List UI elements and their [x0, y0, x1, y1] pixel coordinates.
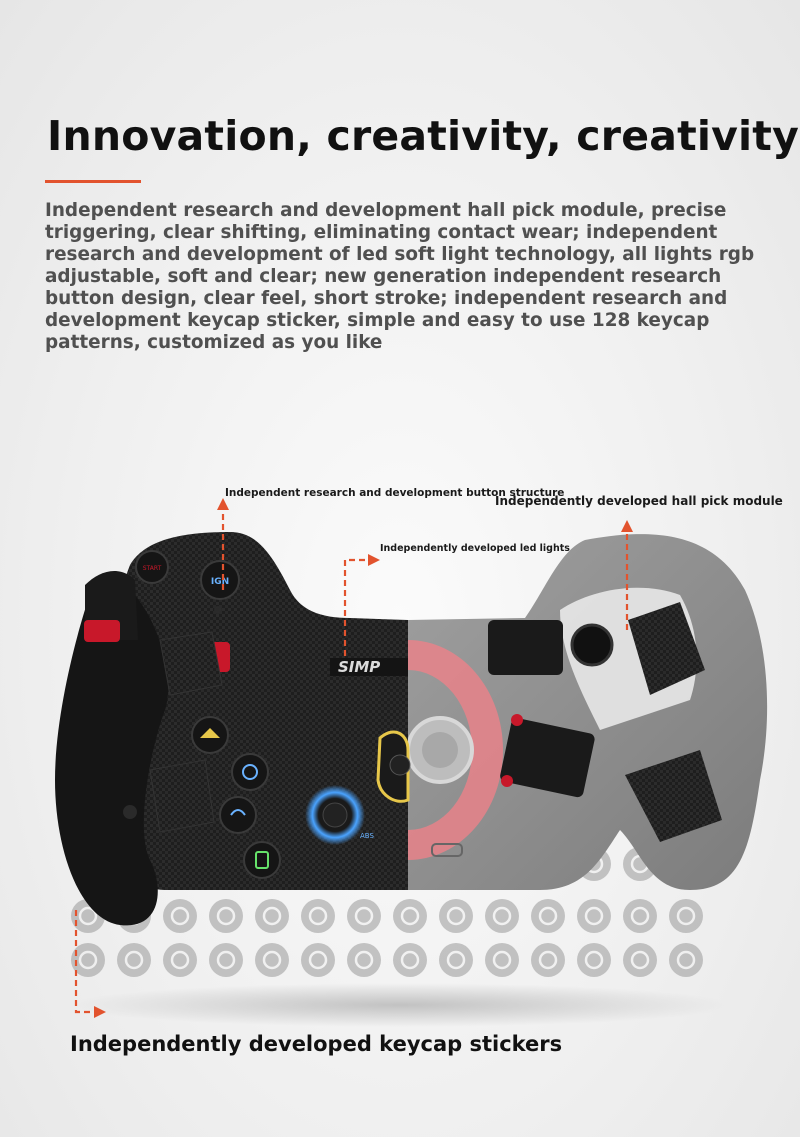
sticker-symbol-icon: [78, 906, 98, 926]
keycap-sticker-icon: [301, 899, 335, 933]
keycap-sticker-icon: [163, 899, 197, 933]
callout-arrows: [74, 508, 629, 1014]
wiper-icon: [200, 728, 220, 738]
floor-shadow: [70, 983, 730, 1027]
led-ring: [408, 640, 503, 860]
battery-icon: [255, 851, 269, 869]
arrowhead-up-2: [621, 520, 633, 532]
keycap-sticker-icon: [393, 943, 427, 977]
arrow-keycap-stickers: [74, 910, 100, 1014]
sticker-row-2: [71, 899, 703, 933]
sticker-symbol-icon: [492, 906, 512, 926]
sticker-symbol-icon: [354, 906, 374, 926]
keycap-sticker-icon: [485, 943, 519, 977]
sticker-symbol-icon: [308, 906, 328, 926]
wheel-right-half: [406, 534, 768, 890]
keycap-sticker-icon: [439, 899, 473, 933]
sticker-symbol-icon: [400, 906, 420, 926]
shift-paddle-bottom: [625, 750, 722, 842]
arrow-led-lights: [343, 558, 372, 656]
callout-button-structure: Independent research and development but…: [225, 487, 565, 499]
sticker-symbol-icon: [446, 950, 466, 970]
keycap-sticker-icon: [577, 943, 611, 977]
keycap-sticker-icon: [439, 943, 473, 977]
paddle-left-top: [159, 631, 223, 696]
sticker-symbol-icon: [630, 906, 650, 926]
left-grip: [55, 580, 169, 926]
arrowhead-right-2: [94, 1006, 106, 1018]
keycap-sticker-icon: [531, 899, 565, 933]
callout-keycap-stickers: Independently developed keycap stickers: [70, 1032, 563, 1056]
svg-text:IGN: IGN: [211, 577, 229, 587]
keycap-sticker-icon: [347, 943, 381, 977]
arrowhead-right-1: [368, 554, 380, 566]
stopwatch-icon: [242, 764, 258, 780]
keycap-sticker-icon: [669, 899, 703, 933]
sticker-symbol-icon: [262, 906, 282, 926]
keycap-sticker-icon: [485, 899, 519, 933]
timer-button: [231, 753, 269, 791]
arrow-heads: [94, 498, 633, 1018]
keycap-sticker-icon: [669, 943, 703, 977]
keycap-sticker-icon: [163, 943, 197, 977]
svg-text:START: START: [143, 565, 162, 572]
start-button: [135, 550, 169, 584]
keycap-sticker-icon: [301, 943, 335, 977]
keycap-sticker-icon: [255, 943, 289, 977]
hall-pick-module-bottom: [500, 718, 595, 798]
sticker-symbol-icon: [124, 950, 144, 970]
hall-pick-module-top: [488, 620, 563, 675]
sticker-symbol-icon: [354, 950, 374, 970]
sticker-symbol-icon: [584, 950, 604, 970]
red-rotary-knob: [84, 620, 120, 642]
brand-logo: SIMP: [338, 658, 380, 676]
sticker-symbol-icon: [584, 906, 604, 926]
sticker-symbol-icon: [538, 950, 558, 970]
keycap-sticker-icon: [255, 899, 289, 933]
sticker-symbol-icon: [538, 906, 558, 926]
headline: Innovation, creativity, creativity: [47, 112, 800, 160]
accent-rule: [45, 180, 141, 183]
sticker-symbol-icon: [216, 950, 236, 970]
battery-button: [243, 841, 281, 879]
ignition-button: [200, 560, 240, 600]
callout-led-lights: Independently developed led lights: [380, 543, 570, 554]
sticker-symbol-icon: [630, 950, 650, 970]
keycap-sticker-icon: [393, 899, 427, 933]
sticker-symbol-icon: [78, 950, 98, 970]
shift-paddle-top: [628, 602, 705, 695]
paddle-left-bottom: [149, 759, 215, 833]
keycap-sticker-icon: [531, 943, 565, 977]
sticker-symbol-icon: [676, 950, 696, 970]
radio-button: [219, 796, 257, 834]
sticker-symbol-icon: [400, 950, 420, 970]
sticker-symbol-icon: [308, 950, 328, 970]
sticker-row-3: [71, 943, 703, 977]
steering-wheel-illustration: START IGN ABS SIMP: [55, 498, 768, 1027]
callout-hall-module: Independently developed hall pick module: [495, 494, 783, 508]
keycap-sticker-icon: [117, 943, 151, 977]
radio-icon: [230, 809, 246, 816]
keycap-sticker-icon: [623, 899, 657, 933]
sticker-symbol-icon: [216, 906, 236, 926]
wheel-left-half: START IGN ABS SIMP: [55, 532, 411, 926]
keycap-sticker-icon: [347, 899, 381, 933]
keycap-sticker-icon: [577, 899, 611, 933]
svg-text:ABS: ABS: [360, 832, 374, 840]
keycap-sticker-icon: [209, 899, 243, 933]
keycap-sticker-icon: [71, 943, 105, 977]
sticker-symbol-icon: [676, 906, 696, 926]
sticker-symbol-icon: [170, 950, 190, 970]
intro-paragraph: Independent research and development hal…: [45, 200, 755, 353]
keycap-sticker-icon: [209, 943, 243, 977]
sticker-symbol-icon: [262, 950, 282, 970]
arrowhead-up-1: [217, 498, 229, 510]
usb-port: [431, 843, 463, 857]
sticker-symbol-icon: [446, 906, 466, 926]
keycap-sticker-icon: [623, 943, 657, 977]
sticker-symbol-icon: [170, 906, 190, 926]
sticker-symbol-icon: [492, 950, 512, 970]
